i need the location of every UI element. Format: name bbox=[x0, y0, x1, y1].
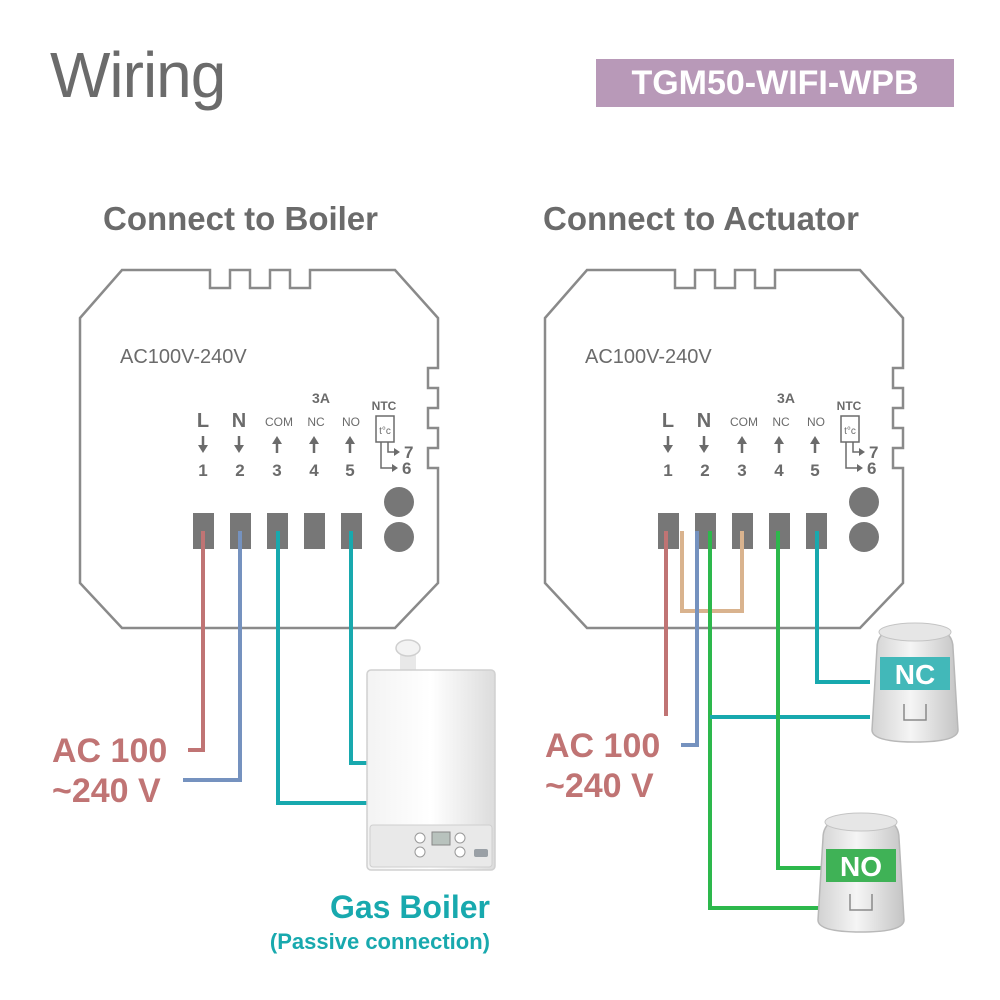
ntc-lead-6 bbox=[845, 442, 857, 469]
no-terminal-wire bbox=[815, 531, 870, 684]
boiler-knob bbox=[454, 832, 466, 844]
boiler-control-panel bbox=[369, 824, 493, 868]
arrow-right-icon bbox=[857, 464, 863, 472]
gas-boiler bbox=[366, 639, 496, 871]
ntc-label: NTC bbox=[372, 399, 397, 413]
device-sublabel: (Passive connection) bbox=[270, 929, 490, 954]
current-label: 3A bbox=[777, 390, 795, 406]
actuator-cap bbox=[878, 622, 952, 642]
ntc-symbol: t°c bbox=[379, 426, 391, 437]
terminal-number-4: 4 bbox=[774, 461, 784, 480]
thermostat-block-right: AC100V-240V 3A NTC L N COM NC NO 1 2 3 4… bbox=[543, 268, 905, 630]
terminal-number-5: 5 bbox=[345, 461, 354, 480]
ntc-terminal-7 bbox=[849, 487, 879, 517]
arrow-right-icon bbox=[392, 464, 398, 472]
terminal-number-2: 2 bbox=[700, 461, 709, 480]
thermometer-icon bbox=[840, 415, 860, 443]
nc-badge bbox=[880, 657, 950, 690]
ntc-number-7: 7 bbox=[869, 443, 878, 462]
live-wire bbox=[188, 531, 205, 752]
actuator-cap bbox=[824, 812, 898, 832]
voltage-label: AC100V-240V bbox=[120, 346, 247, 368]
power-label-line2: ~240 V bbox=[52, 772, 161, 810]
terminal-label-nc: NC bbox=[772, 415, 790, 429]
ntc-number-6: 6 bbox=[867, 459, 876, 478]
ntc-number-7: 7 bbox=[404, 443, 413, 462]
no-wire bbox=[349, 531, 370, 765]
thermostat-outline bbox=[78, 268, 440, 630]
terminal-number-4: 4 bbox=[309, 461, 319, 480]
boiler-body bbox=[366, 669, 496, 871]
thermometer-icon bbox=[375, 415, 395, 443]
ntc-terminal-6 bbox=[849, 522, 879, 552]
heading-connect-boiler: Connect to Boiler bbox=[103, 200, 379, 237]
terminal-label-l: L bbox=[662, 410, 674, 432]
terminal-block-1 bbox=[658, 513, 679, 549]
terminal-label-no: NO bbox=[807, 415, 825, 429]
ntc-lead-7 bbox=[387, 442, 395, 453]
terminal-number-5: 5 bbox=[810, 461, 819, 480]
actuator-clip bbox=[849, 894, 873, 911]
ntc-symbol: t°c bbox=[844, 426, 856, 437]
actuator-clip bbox=[903, 704, 927, 721]
power-label-line1: AC 100 bbox=[545, 727, 660, 765]
terminal-label-com: COM bbox=[730, 415, 758, 429]
ntc-number-6: 6 bbox=[402, 459, 411, 478]
no-badge-label: NO bbox=[840, 851, 882, 882]
terminal-label-com: COM bbox=[265, 415, 293, 429]
current-label: 3A bbox=[312, 390, 330, 406]
power-label-line1: AC 100 bbox=[52, 732, 167, 770]
actuator-common-wire bbox=[708, 531, 822, 910]
ntc-lead-7 bbox=[852, 442, 860, 453]
terminal-number-2: 2 bbox=[235, 461, 244, 480]
boiler-flue-cap bbox=[395, 639, 421, 657]
terminal-number-3: 3 bbox=[737, 461, 746, 480]
terminal-label-n: N bbox=[697, 410, 711, 432]
boiler-knob bbox=[414, 846, 426, 858]
terminal-label-l: L bbox=[197, 410, 209, 432]
ntc-terminal-6 bbox=[384, 522, 414, 552]
terminal-label-n: N bbox=[232, 410, 246, 432]
heading-connect-actuator: Connect to Actuator bbox=[543, 200, 859, 237]
terminal-label-nc: NC bbox=[307, 415, 325, 429]
thermostat-outline bbox=[543, 268, 905, 630]
no-badge bbox=[826, 849, 896, 882]
boiler-indicator bbox=[474, 849, 488, 857]
terminal-number-3: 3 bbox=[272, 461, 281, 480]
thermostat-block-left: AC100V-240V 3A NTC L N COM NC NO 1 2 3 4… bbox=[78, 268, 440, 630]
terminal-number-1: 1 bbox=[198, 461, 207, 480]
nc-terminal-wire bbox=[776, 531, 822, 870]
device-label: Gas Boiler bbox=[330, 889, 490, 925]
boiler-display bbox=[431, 831, 451, 846]
actuator-nc: NC bbox=[871, 622, 959, 743]
arrow-right-icon bbox=[394, 448, 400, 456]
ntc-label: NTC bbox=[837, 399, 862, 413]
terminal-label-no: NO bbox=[342, 415, 360, 429]
ntc-terminal-7 bbox=[384, 487, 414, 517]
actuator-no: NO bbox=[817, 812, 905, 933]
terminal-block-4 bbox=[304, 513, 325, 549]
boiler-knob bbox=[414, 832, 426, 844]
boiler-knob bbox=[454, 846, 466, 858]
neutral-wire bbox=[183, 531, 242, 782]
arrow-right-icon bbox=[859, 448, 865, 456]
nc-badge-label: NC bbox=[895, 659, 935, 690]
page-title: Wiring bbox=[50, 39, 226, 111]
power-label-line2: ~240 V bbox=[545, 767, 654, 805]
com-wire bbox=[276, 531, 370, 805]
voltage-label: AC100V-240V bbox=[585, 346, 712, 368]
ntc-lead-6 bbox=[380, 442, 392, 469]
neutral-wire bbox=[681, 531, 699, 747]
model-badge: TGM50-WIFI-WPB bbox=[596, 59, 954, 107]
terminal-number-1: 1 bbox=[663, 461, 672, 480]
